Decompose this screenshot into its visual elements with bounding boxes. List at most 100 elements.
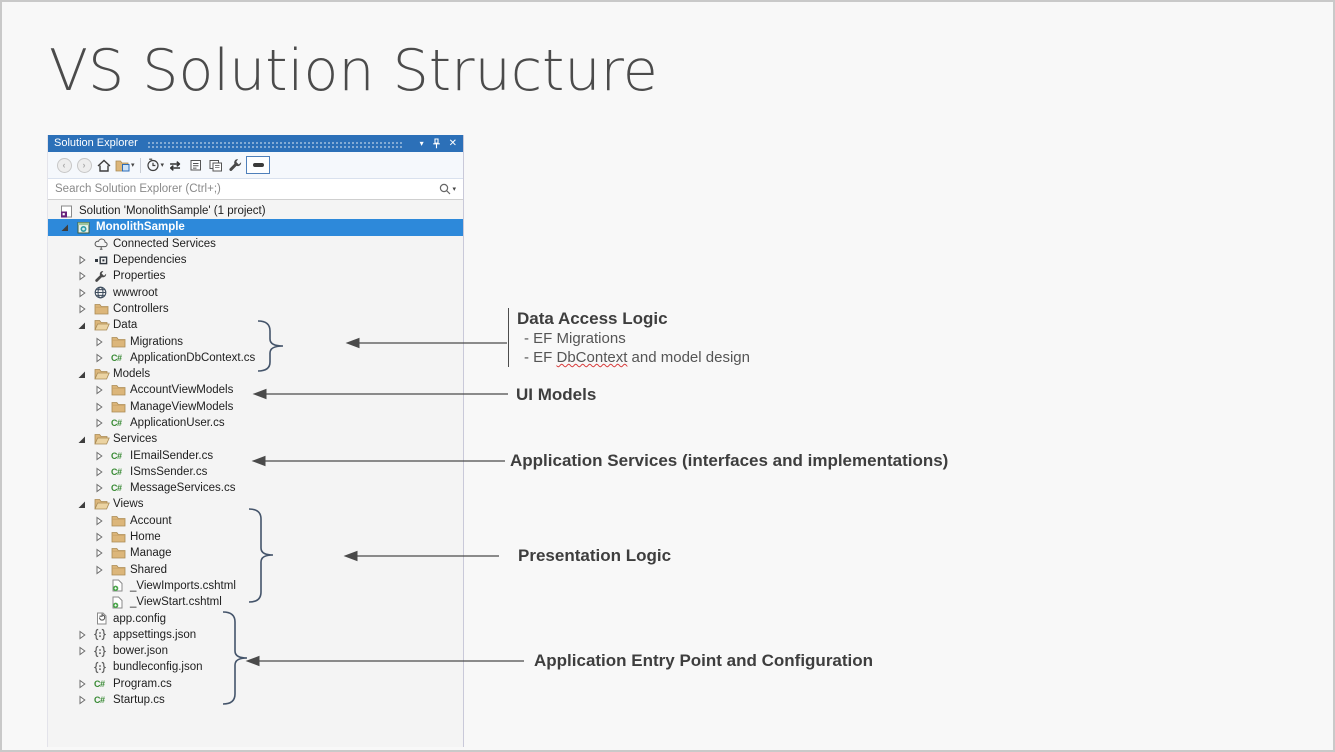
expand-arrow-icon[interactable] (77, 287, 94, 299)
expand-arrow-icon[interactable] (94, 515, 111, 527)
csharp-icon: C# (94, 678, 105, 689)
tree-item[interactable]: C#MessageServices.cs (48, 480, 463, 496)
pin-icon[interactable] (432, 138, 441, 149)
expand-arrow-icon[interactable] (77, 629, 94, 641)
globe-icon (94, 286, 113, 299)
tree-item[interactable]: Dependencies (48, 252, 463, 268)
tree-item[interactable]: Services (48, 431, 463, 447)
tree-item-label: bundleconfig.json (113, 661, 203, 674)
sync-button[interactable]: ⇄ (166, 155, 184, 175)
tree-item[interactable]: AccountViewModels (48, 382, 463, 398)
expand-arrow-icon[interactable] (94, 450, 111, 462)
tree-item[interactable]: C#ISmsSender.cs (48, 464, 463, 480)
collapse-arrow-icon[interactable] (77, 498, 94, 510)
tree-item[interactable]: Connected Services (48, 236, 463, 252)
expand-arrow-icon[interactable] (94, 547, 111, 559)
solution-icon (60, 205, 79, 218)
tree-item-label: Shared (130, 563, 168, 576)
switch-views-button[interactable]: ▾ (115, 155, 135, 175)
tree-item[interactable]: Home (48, 529, 463, 545)
csharp-icon: C# (94, 695, 105, 706)
tree-item[interactable]: C#ApplicationUser.cs (48, 415, 463, 431)
tree-item-label: Connected Services (113, 237, 216, 250)
tree-item[interactable]: Account (48, 513, 463, 529)
tree-item[interactable]: C#ApplicationDbContext.cs (48, 350, 463, 366)
tree-item[interactable]: Properties (48, 268, 463, 284)
tree-item[interactable]: _ViewStart.cshtml (48, 594, 463, 610)
tree-item[interactable]: Solution 'MonolithSample' (1 project) (48, 203, 463, 219)
preview-selected-button[interactable] (246, 156, 271, 174)
tree-item[interactable]: Controllers (48, 301, 463, 317)
expand-arrow-icon[interactable] (77, 270, 94, 282)
tree-item[interactable]: Models (48, 366, 463, 382)
panel-title: Solution Explorer (54, 137, 138, 149)
expand-arrow-icon[interactable] (77, 694, 94, 706)
tree-item-label: Manage (130, 547, 172, 560)
window-position-icon[interactable]: ▾ (419, 138, 424, 148)
copy-properties-button[interactable] (206, 155, 224, 175)
tree-item-label: Home (130, 531, 161, 544)
wrench-button[interactable] (226, 155, 244, 175)
home-icon (97, 159, 111, 172)
config-icon (94, 612, 113, 625)
tree-item[interactable]: C#Program.cs (48, 676, 463, 692)
tree-item-label: _ViewImports.cshtml (130, 579, 236, 592)
home-button[interactable] (95, 155, 113, 175)
expand-arrow-icon[interactable] (77, 303, 94, 315)
expand-arrow-icon[interactable] (94, 466, 111, 478)
tree-item[interactable]: bundleconfig.json (48, 659, 463, 675)
search-input[interactable] (55, 183, 440, 195)
annotation-title: Data Access Logic (517, 309, 668, 328)
close-icon[interactable]: ✕ (448, 137, 457, 149)
expand-arrow-icon[interactable] (94, 384, 111, 396)
tree-item[interactable]: MonolithSample (48, 219, 463, 236)
back-button[interactable]: ‹ (55, 155, 73, 175)
chevron-down-icon[interactable]: ▾ (452, 186, 456, 193)
switch-views-icon (115, 160, 130, 171)
tree-item[interactable]: ManageViewModels (48, 399, 463, 415)
tree-item[interactable]: C#Startup.cs (48, 692, 463, 708)
expand-arrow-icon[interactable] (94, 564, 111, 576)
search-icon[interactable] (439, 183, 451, 195)
collapse-arrow-icon[interactable] (60, 221, 77, 233)
tree-item[interactable]: bower.json (48, 643, 463, 659)
collapse-all-button[interactable] (186, 155, 204, 175)
expand-arrow-icon[interactable] (94, 417, 111, 429)
tree-item[interactable]: appsettings.json (48, 627, 463, 643)
expand-arrow-icon[interactable] (94, 482, 111, 494)
panel-titlebar[interactable]: Solution Explorer ▾ ✕ (48, 135, 463, 152)
tree-item[interactable]: Shared (48, 562, 463, 578)
annotation-title: Presentation Logic (518, 546, 672, 565)
history-filter-button[interactable]: ▾ (146, 155, 164, 175)
expand-arrow-icon[interactable] (94, 401, 111, 413)
tree-item[interactable]: Migrations (48, 333, 463, 349)
annotation-title: Application Entry Point and Configuratio… (534, 651, 874, 670)
tree-item-label: Account (130, 514, 172, 527)
tree-item[interactable]: wwwroot (48, 284, 463, 300)
folder-closed-icon (111, 547, 130, 559)
tree-item[interactable]: Views (48, 496, 463, 512)
tree-item[interactable]: app.config (48, 610, 463, 626)
collapse-arrow-icon[interactable] (77, 433, 94, 445)
forward-button[interactable]: › (75, 155, 93, 175)
tree-item[interactable]: Manage (48, 545, 463, 561)
wrench-icon (94, 270, 113, 283)
expand-arrow-icon[interactable] (94, 352, 111, 364)
collapse-arrow-icon[interactable] (77, 319, 94, 331)
cloud-icon (94, 238, 113, 250)
collapse-arrow-icon[interactable] (77, 368, 94, 380)
tree-item-label: Migrations (130, 335, 184, 348)
expand-arrow-icon[interactable] (77, 254, 94, 266)
folder-closed-icon (111, 384, 130, 396)
annotation-presentation-logic: Presentation Logic (518, 545, 671, 566)
expand-arrow-icon[interactable] (77, 645, 94, 657)
back-icon: ‹ (56, 157, 72, 173)
expand-arrow-icon[interactable] (94, 336, 111, 348)
expand-arrow-icon[interactable] (94, 531, 111, 543)
tree-item[interactable]: _ViewImports.cshtml (48, 578, 463, 594)
tree-item-label: Services (113, 433, 158, 446)
tree-item[interactable]: C#IEmailSender.cs (48, 447, 463, 463)
folder-closed-icon (111, 531, 130, 543)
expand-arrow-icon[interactable] (77, 678, 94, 690)
tree-item[interactable]: Data (48, 317, 463, 333)
